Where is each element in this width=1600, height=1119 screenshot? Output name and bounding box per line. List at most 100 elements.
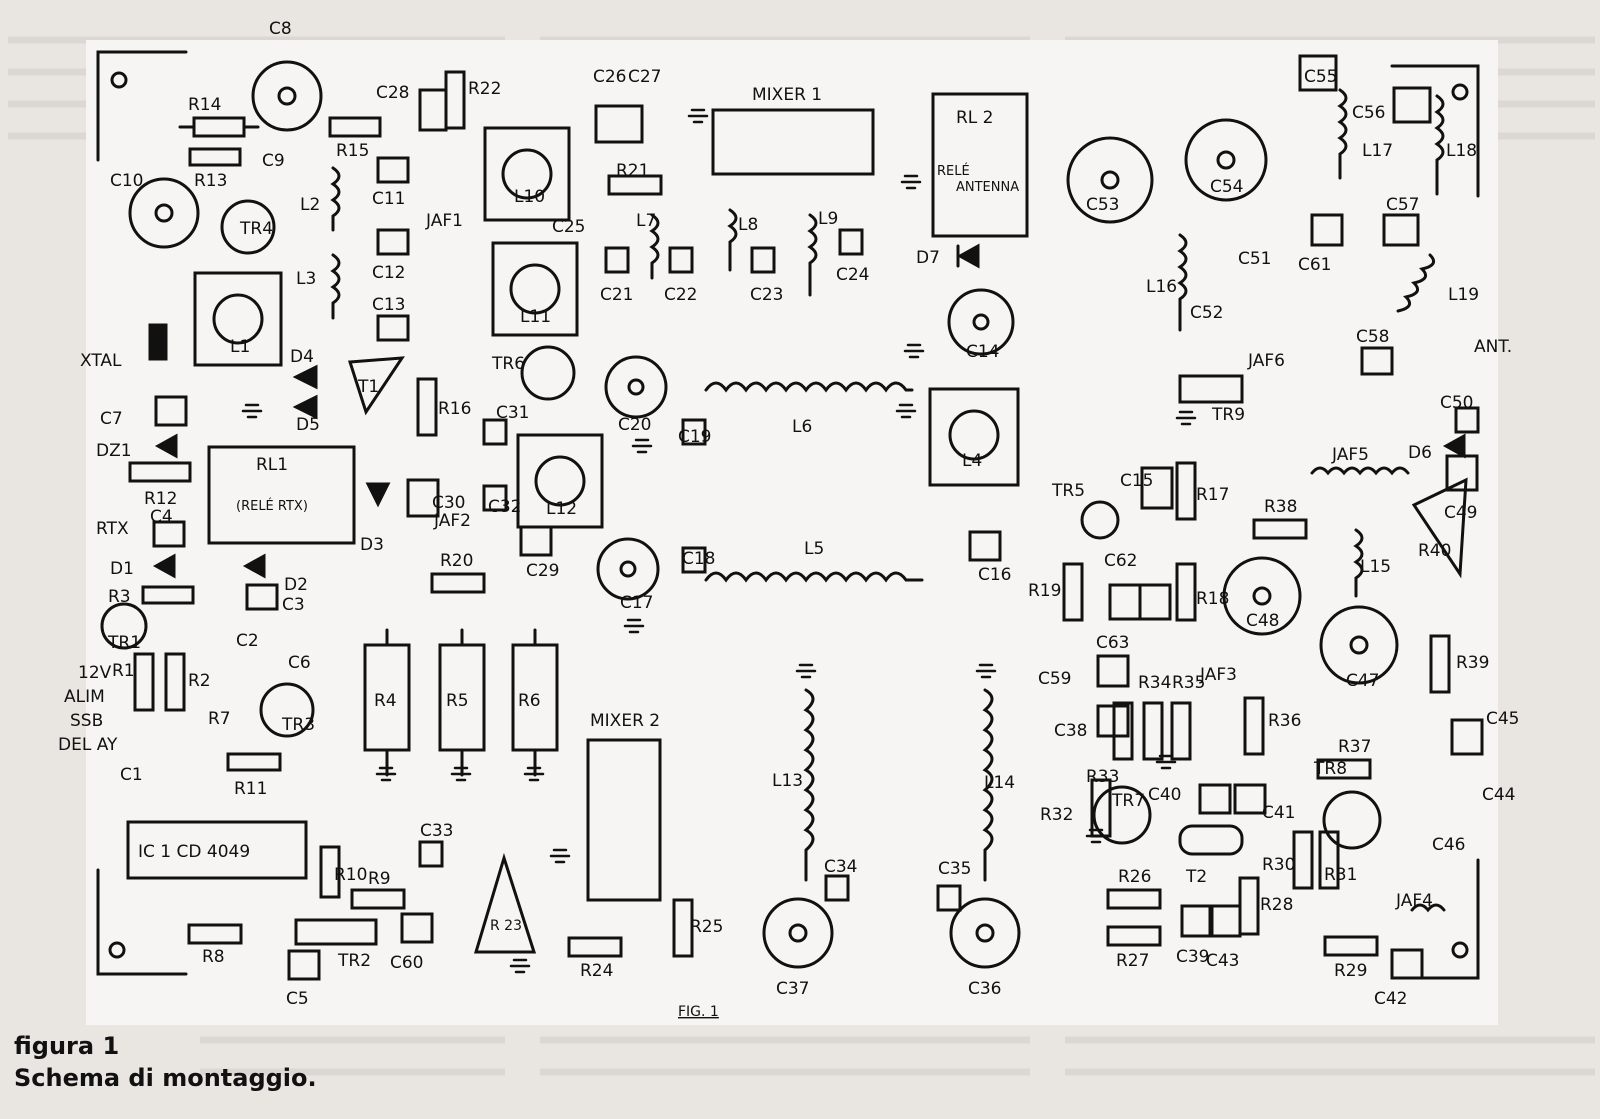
component-label-r34: R34 (1138, 673, 1171, 693)
component-label-tr2: TR2 (337, 951, 371, 971)
component-label-tr7: TR7 (1111, 791, 1145, 811)
component-label-r36: R36 (1268, 711, 1301, 731)
component-label-r18: R18 (1196, 589, 1229, 609)
component-label-l2: L2 (300, 195, 320, 215)
component-label-l1: L1 (230, 337, 250, 357)
component-label-c22: C22 (664, 285, 698, 305)
transistors (100, 199, 1382, 946)
component-label-c27: C27 (628, 67, 662, 87)
component-label-c29: C29 (526, 561, 560, 581)
resistors (128, 70, 1451, 958)
component-label-d4: D4 (290, 347, 314, 367)
component-label-tr6: TR6 (491, 354, 525, 374)
component-label-c36: C36 (968, 979, 1002, 999)
rl2-sub1-label: RELÉ (937, 163, 970, 179)
component-label-c43: C43 (1206, 951, 1240, 971)
component-label-c10: C10 (110, 171, 144, 191)
component-label-r1: R1 (112, 661, 135, 681)
component-label-r12: R12 (144, 489, 177, 509)
component-label-r22: R22 (468, 79, 501, 99)
component-label-jaf2: JAF2 (433, 511, 471, 531)
inductor-cans (193, 126, 1020, 529)
component-label-c57: C57 (1386, 195, 1420, 215)
component-label-c40: C40 (1148, 785, 1182, 805)
component-label-c52: C52 (1190, 303, 1224, 323)
component-label-c49: C49 (1444, 503, 1478, 523)
mixer1-label: MIXER 1 (752, 85, 822, 105)
component-label-r13: R13 (194, 171, 227, 191)
component-label-r5: R5 (446, 691, 469, 711)
component-label-c46: C46 (1432, 835, 1466, 855)
component-label-c16: C16 (978, 565, 1012, 585)
delay-label: DEL AY (58, 735, 118, 755)
component-label-d1: D1 (110, 559, 134, 579)
rl1-label: RL1 (256, 455, 288, 475)
component-label-c6: C6 (288, 653, 311, 673)
component-label-r19: R19 (1028, 581, 1061, 601)
component-label-jaf5: JAF5 (1331, 445, 1369, 465)
component-label-c55: C55 (1304, 67, 1338, 87)
component-label-c9: C9 (262, 151, 285, 171)
component-label-c20: C20 (618, 415, 652, 435)
component-label-c42: C42 (1374, 989, 1408, 1009)
component-label-l5: L5 (804, 539, 824, 559)
component-label-l19: L19 (1448, 285, 1479, 305)
component-label-c44: C44 (1482, 785, 1516, 805)
component-label-c60: C60 (390, 953, 424, 973)
component-label-c19: C19 (678, 427, 712, 447)
component-label-c30: C30 (432, 493, 466, 513)
component-label-c31: C31 (496, 403, 530, 423)
component-label-c41: C41 (1262, 803, 1296, 823)
ssb-label: SSB (70, 711, 103, 731)
rtx-label: RTX (96, 519, 129, 539)
component-label-c50: C50 (1440, 393, 1474, 413)
component-label-l4: L4 (962, 451, 982, 471)
component-label-l7: L7 (636, 211, 656, 231)
component-label-c53: C53 (1086, 195, 1120, 215)
component-label-c26: C26 (593, 67, 627, 87)
component-label-c48: C48 (1246, 611, 1280, 631)
component-label-jaf6: JAF6 (1247, 351, 1285, 371)
component-label-t2: T2 (1185, 867, 1207, 887)
component-label-l17: L17 (1362, 141, 1393, 161)
component-label-c17: C17 (620, 593, 654, 613)
component-label-c8: C8 (269, 19, 292, 39)
component-label-c3: C3 (282, 595, 305, 615)
power-resistors (363, 628, 559, 777)
component-label-r24: R24 (580, 961, 613, 981)
ic1-label: IC 1 CD 4049 (138, 842, 250, 862)
component-label-r3: R3 (108, 587, 131, 607)
component-label-r30: R30 (1262, 855, 1295, 875)
component-label-c58: C58 (1356, 327, 1390, 347)
component-label-c35: C35 (938, 859, 972, 879)
caption-subtitle: Schema di montaggio. (14, 1064, 317, 1092)
component-label-c14: C14 (966, 342, 1000, 362)
component-label-l8: L8 (738, 215, 758, 235)
component-label-t1: T1 (357, 377, 379, 397)
component-label-l15: L15 (1360, 557, 1391, 577)
small-capacitors (152, 54, 1484, 981)
component-label-l11: L11 (520, 307, 551, 327)
component-label-c37: C37 (776, 979, 810, 999)
component-label-l14: L14 (984, 773, 1015, 793)
component-label-r31: R31 (1324, 865, 1357, 885)
component-label-c61: C61 (1298, 255, 1332, 275)
component-label-r8: R8 (202, 947, 225, 967)
component-label-c56: C56 (1352, 103, 1386, 123)
board-corner-marks (96, 50, 1480, 980)
modules-outline (126, 92, 1029, 902)
component-label-l6: L6 (792, 417, 812, 437)
component-label-tr9: TR9 (1211, 405, 1245, 425)
component-label-d3: D3 (360, 535, 384, 555)
component-label-r40: R40 (1418, 541, 1451, 561)
component-label-dz1: DZ1 (96, 441, 132, 461)
component-label-r39: R39 (1456, 653, 1489, 673)
xtal-label: XTAL (80, 351, 122, 371)
component-label-c2: C2 (236, 631, 259, 651)
component-label-c12: C12 (372, 263, 406, 283)
component-label-c28: C28 (376, 83, 410, 103)
component-label-l12: L12 (546, 499, 577, 519)
component-label-c47: C47 (1346, 671, 1380, 691)
